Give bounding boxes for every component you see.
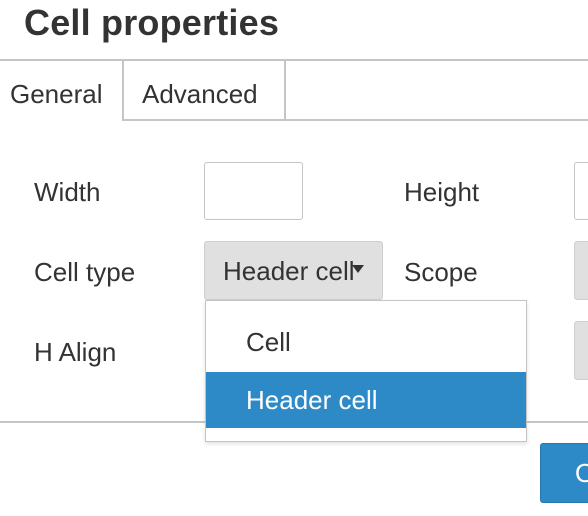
cell-type-select-value: Header cell — [223, 256, 355, 286]
tab-advanced[interactable]: Advanced — [124, 61, 286, 121]
tabs-bottom-divider — [286, 119, 588, 121]
height-input-clip — [574, 162, 588, 220]
scope-select[interactable] — [574, 241, 588, 300]
cell-type-dropdown: Cell Header cell — [205, 300, 527, 442]
height-input[interactable] — [574, 162, 588, 220]
cell-type-select[interactable]: Header cell — [204, 241, 383, 300]
scope-select-clip — [574, 241, 588, 300]
chevron-down-icon — [352, 265, 364, 273]
h-align-label: H Align — [34, 337, 117, 367]
dropdown-option-header-cell-label: Header cell — [246, 385, 378, 415]
dropdown-option-cell[interactable]: Cell — [206, 314, 526, 370]
width-input[interactable] — [204, 162, 303, 220]
tab-advanced-label: Advanced — [142, 79, 258, 109]
dropdown-option-header-cell[interactable]: Header cell — [206, 372, 526, 428]
height-label: Height — [404, 177, 480, 207]
v-align-select-clip — [574, 321, 588, 380]
ok-button[interactable]: Ok — [540, 443, 588, 503]
tabs-top-divider — [0, 59, 588, 61]
tab-general[interactable]: General — [0, 61, 124, 121]
dropdown-option-cell-label: Cell — [246, 327, 291, 357]
scope-label: Scope — [404, 257, 478, 287]
width-label: Width — [34, 177, 101, 207]
v-align-select[interactable] — [574, 321, 588, 380]
ok-button-label: Ok — [575, 458, 588, 488]
tab-general-label: General — [10, 79, 103, 109]
dialog-title: Cell properties — [24, 2, 280, 43]
cell-type-label: Cell type — [34, 257, 136, 287]
